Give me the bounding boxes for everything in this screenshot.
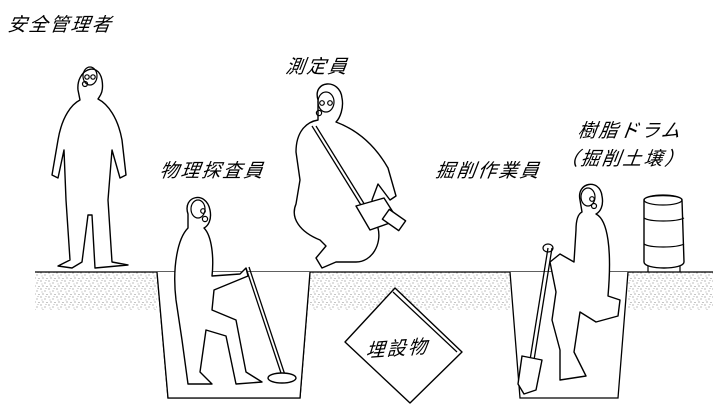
label-excavated-soil: （掘削土壌） [558, 148, 688, 170]
resin-drum [643, 194, 685, 272]
label-resin-drum: 樹脂ドラム [576, 120, 684, 142]
label-geophysical-surveyor: 物理探査員 [158, 160, 267, 182]
excavation-worker-figure [517, 183, 621, 395]
buried-object [344, 287, 463, 404]
label-excavation-worker: 掘削作業員 [434, 160, 543, 182]
measurer-figure [293, 83, 407, 269]
label-buried-object: 埋設物 [365, 335, 430, 363]
safety-manager-figure [51, 66, 129, 269]
label-safety-manager: 安全管理者 [6, 14, 115, 36]
geophysical-surveyor-figure [174, 196, 297, 385]
label-measurer: 測定員 [284, 56, 351, 78]
